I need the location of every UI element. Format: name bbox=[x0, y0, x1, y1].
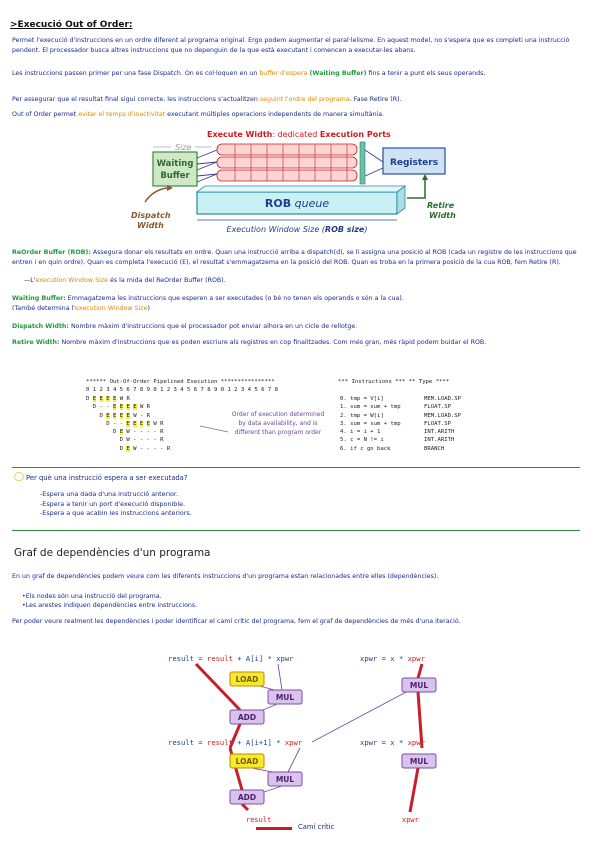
pipeline-row: D - - E E E E W R bbox=[86, 404, 151, 411]
graph-bullet-1: •Els nodes són una instrucció del progra… bbox=[22, 593, 162, 600]
mul-node-2 bbox=[267, 771, 303, 787]
section-title-ooo: >Execució Out of Order: bbox=[10, 20, 133, 30]
answer-item: -Espera a tenir un port d'execució dispo… bbox=[40, 499, 186, 508]
rob-definition: ReOrder Buffer (ROB): Assegura donar els… bbox=[12, 249, 577, 266]
load-node-1 bbox=[229, 671, 265, 687]
execution-window-size-label: Execution Window Size (ROB size) bbox=[227, 225, 368, 234]
dispatch-width-definition: Dispatch Width: Nombre màxim d'instrucci… bbox=[12, 323, 358, 330]
add-node-2 bbox=[229, 789, 265, 805]
graph-paragraph-1: En un graf de dependències podem veure c… bbox=[12, 573, 439, 580]
dispatch-width-label: Dispatch bbox=[131, 211, 171, 220]
registers-box bbox=[382, 147, 446, 175]
divider-1 bbox=[12, 467, 580, 468]
size-label: Size bbox=[175, 143, 192, 152]
waiting-buffer-subnote: (També determina l'execution Window Size… bbox=[12, 305, 150, 312]
ooo-architecture-diagram: Size Execute Width: dedicated Execution … bbox=[131, 130, 456, 234]
ooo-paragraph-2: Les instruccions passen primer per una f… bbox=[12, 70, 486, 77]
waiting-buffer-definition: Waiting Buffer: Emmagatzema les instrucc… bbox=[12, 295, 404, 302]
code-line-2-left: result = result + A[i+1] * xpwr bbox=[168, 738, 303, 747]
svg-text:MUL: MUL bbox=[410, 757, 429, 766]
instruction-type: INT.ARITH bbox=[424, 429, 455, 436]
pipeline-row: D E W - - - - R bbox=[86, 445, 171, 452]
instruction-row: 1. sum = sum + tmp bbox=[340, 404, 401, 411]
svg-text:LOAD: LOAD bbox=[236, 675, 259, 684]
pipeline-row: D W - - - - R bbox=[86, 437, 164, 444]
svg-text:ADD: ADD bbox=[238, 793, 256, 802]
code-line-1-left: result = result + A[i] * xpwr bbox=[168, 654, 294, 663]
ooo-paragraph-1: Permet l'execució d'instruccions en un o… bbox=[12, 37, 570, 54]
svg-text:by data availability, and is: by data availability, and is bbox=[238, 420, 317, 427]
pipeline-cycle-digits: 0 1 2 3 4 5 6 7 8 9 0 1 2 3 4 5 6 7 8 9 … bbox=[86, 387, 278, 393]
instruction-type: INT.ARITH bbox=[424, 437, 455, 444]
instruction-type: FLOAT.SP bbox=[424, 420, 451, 427]
svg-text:MUL: MUL bbox=[276, 693, 295, 702]
add-node-1 bbox=[229, 709, 265, 725]
instruction-type: MEM.LOAD.SP bbox=[424, 396, 462, 402]
ooo-paragraph-3: Per assegurar que el resultat final sigu… bbox=[12, 96, 402, 103]
critical-path bbox=[194, 662, 424, 813]
ooo-paragraph-4: Out of Order permet evitar el temps d'in… bbox=[12, 111, 385, 118]
instruction-row: 5. c = N != i bbox=[340, 437, 384, 444]
lightbulb-icon: ◯ bbox=[14, 472, 25, 482]
retire-width-label: Retire bbox=[427, 201, 455, 210]
question-answers: -Espera una dada d'una instrucció anteri… bbox=[40, 490, 192, 519]
rob-queue-label: ROB queue bbox=[265, 197, 329, 210]
xpwr-output-label: xpwr bbox=[402, 816, 419, 824]
pipeline-rows: D E E E E W R D - - E E E E W R D E E E … bbox=[86, 395, 170, 453]
instruction-row: 3. sum = sum + tmp bbox=[340, 420, 401, 427]
retire-width-definition: Retire Width: Nombre màxim d'instruccion… bbox=[12, 339, 487, 346]
pipeline-row: D - - E E E E W R bbox=[86, 420, 164, 427]
instruction-type: BRANCH bbox=[424, 445, 445, 452]
execution-ports bbox=[216, 143, 358, 182]
svg-text:different than program order: different than program order bbox=[235, 429, 322, 436]
svg-text:ADD: ADD bbox=[238, 713, 256, 722]
mul-node-xpwr-2 bbox=[401, 753, 437, 769]
instruction-row: 4. i = i + 1 bbox=[340, 429, 381, 436]
code-line-1-right: xpwr = x * xpwr bbox=[360, 654, 426, 663]
section-title-graph: Graf de dependències d'un programa bbox=[14, 547, 211, 559]
waiting-buffer-label: Waiting bbox=[157, 159, 194, 169]
pipeline-row: D E E E E W R bbox=[86, 396, 130, 402]
mul-node-1 bbox=[267, 689, 303, 705]
critical-path-legend-label: Camí crític bbox=[298, 823, 335, 831]
pipeline-row: D E E E E W - R bbox=[86, 412, 151, 419]
instruction-type: MEM.LOAD.SP bbox=[424, 412, 462, 419]
pipeline-note: Order of execution determined by data av… bbox=[200, 411, 325, 436]
pipeline-row: D E W - - - - R bbox=[86, 429, 164, 436]
instruction-type: FLOAT.SP bbox=[424, 404, 451, 411]
answer-item: -Espera una dada d'una instrucció anteri… bbox=[40, 490, 178, 498]
svg-text:Order of execution determined: Order of execution determined bbox=[232, 411, 325, 418]
divider-2 bbox=[12, 530, 580, 531]
svg-text:MUL: MUL bbox=[276, 775, 295, 784]
pipeline-header-left: ****** Out-Of-Order Pipelined Execution … bbox=[86, 379, 275, 385]
pipeline-header-right: *** Instructions *** ** Type **** bbox=[338, 379, 450, 385]
registers-label: Registers bbox=[390, 158, 438, 168]
result-output-label: result bbox=[246, 816, 271, 824]
dependency-graph: result = result + A[i] * xpwr xpwr = x *… bbox=[168, 654, 437, 824]
instruction-row: 0. tmp = V[i] bbox=[340, 396, 384, 402]
svg-text:Width: Width bbox=[137, 221, 164, 230]
rob-subnote: —L'execution Window Size és la mida del … bbox=[24, 277, 226, 284]
waiting-buffer-box bbox=[152, 151, 198, 187]
svg-text:LOAD: LOAD bbox=[236, 757, 259, 766]
mul-node-xpwr-1 bbox=[401, 677, 437, 693]
waiting-buffer-highlight: buffer d'espera bbox=[259, 70, 308, 77]
graph-paragraph-2: Per poder veure realment les dependèncie… bbox=[12, 618, 461, 625]
question-text: Per què una instrucció espera a ser exec… bbox=[26, 474, 188, 482]
graph-bullet-2: •Les arestes indiquen dependències entre… bbox=[22, 602, 198, 609]
execute-width-title: Execute Width: dedicated Execution Ports bbox=[207, 130, 391, 139]
load-node-2 bbox=[229, 753, 265, 769]
code-line-2-right: xpwr = x * xpwr bbox=[360, 738, 426, 747]
instruction-row: 6. if c go back bbox=[340, 445, 391, 452]
svg-text:MUL: MUL bbox=[410, 681, 429, 690]
svg-text:Buffer: Buffer bbox=[160, 171, 190, 181]
answer-item: -Espera a que acabin les instruccions an… bbox=[40, 509, 192, 518]
svg-text:Width: Width bbox=[429, 211, 456, 220]
critical-path-legend-line bbox=[256, 827, 292, 830]
instruction-row: 2. tmp = W[i] bbox=[340, 412, 384, 419]
